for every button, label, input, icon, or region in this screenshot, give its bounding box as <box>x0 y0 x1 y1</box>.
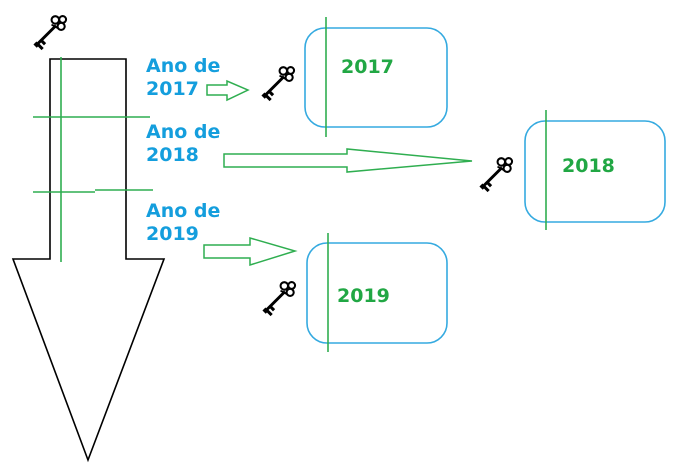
year-box-2019-label: 2019 <box>337 285 390 307</box>
year-box-2017-label: 2017 <box>341 56 394 78</box>
label-ano-de-2018: Ano de 2018 <box>146 121 220 167</box>
key-icon <box>472 149 521 198</box>
label-line: 2019 <box>146 223 199 245</box>
label-line: Ano de <box>146 121 221 143</box>
label-line: 2017 <box>146 78 199 100</box>
arrow-2018-shape <box>223 148 473 173</box>
label-line: Ano de <box>146 55 221 77</box>
label-line: 2018 <box>146 144 199 166</box>
key-icon <box>255 273 304 322</box>
label-ano-de-2017: Ano de 2017 <box>146 55 220 101</box>
key-icon <box>254 58 303 107</box>
label-ano-de-2019: Ano de 2019 <box>146 200 220 246</box>
year-box-2018-label: 2018 <box>562 155 615 177</box>
big-down-arrow-shape <box>11 58 166 463</box>
key-icon <box>26 7 75 56</box>
label-line: Ano de <box>146 200 221 222</box>
